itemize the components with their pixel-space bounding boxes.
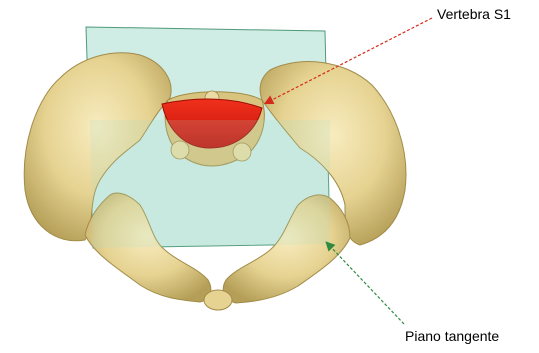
plane-leader-arrow [327,243,404,324]
tangent-plane-label: Piano tangente [405,328,499,344]
pubic-symphysis [204,290,232,310]
tangent-plane-overlay [90,120,330,248]
vertebra-s1-label: Vertebra S1 [437,6,511,22]
